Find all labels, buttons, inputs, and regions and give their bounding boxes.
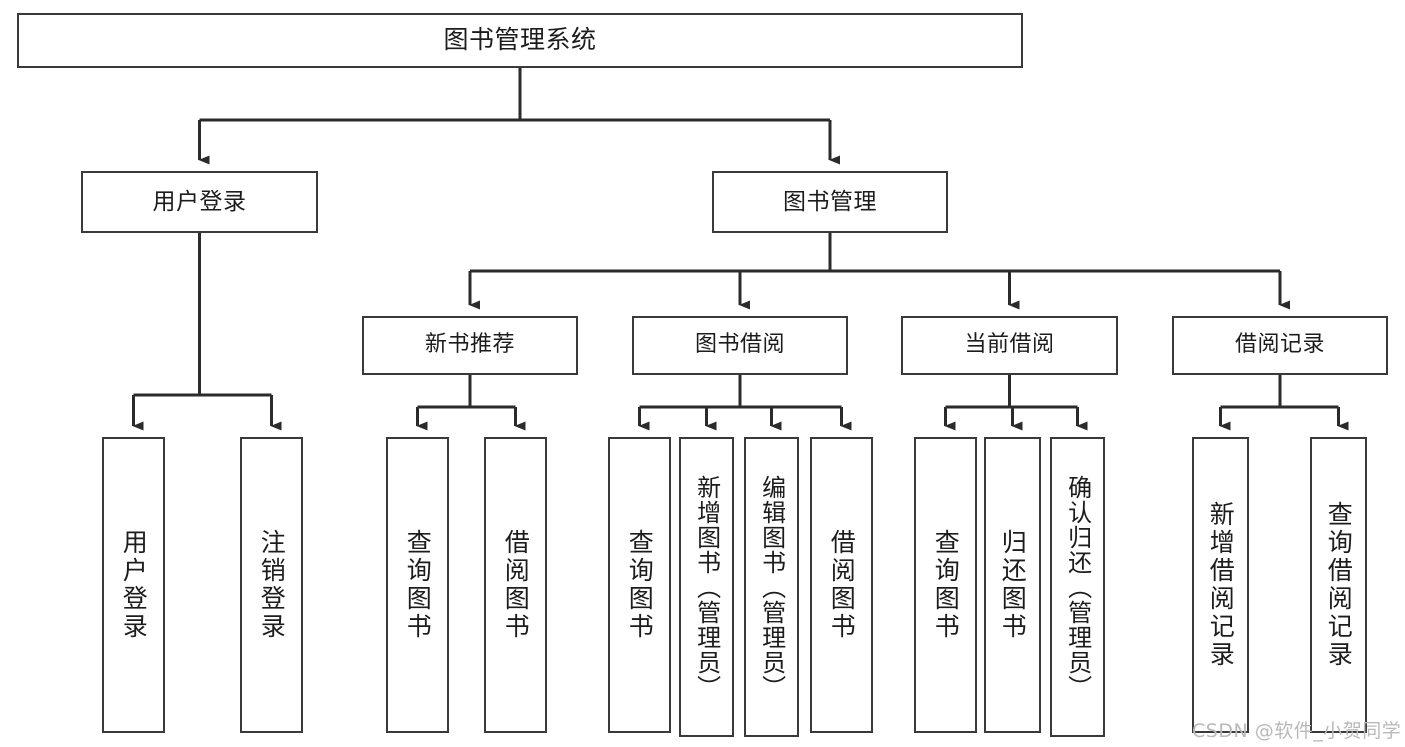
node-leaf-confirm-return-admin[interactable]: 确认归还（管理员） [1050, 437, 1105, 737]
node-leaf-return-book-label: 归还图书 [998, 529, 1028, 641]
node-book-manage-label: 图书管理 [783, 188, 877, 215]
node-user-login-label: 用户登录 [152, 188, 247, 215]
node-leaf-add-borrow-record-label: 新增借阅记录 [1206, 501, 1236, 669]
node-leaf-add-borrow-record[interactable]: 新增借阅记录 [1192, 437, 1249, 733]
node-leaf-user-login-label: 用户登录 [119, 529, 149, 641]
node-leaf-query-book-recommend[interactable]: 查询图书 [386, 437, 449, 733]
node-leaf-query-book-current-label: 查询图书 [931, 529, 961, 641]
node-leaf-add-book-admin[interactable]: 新增图书（管理员） [679, 437, 734, 737]
node-leaf-borrow-book[interactable]: 借阅图书 [810, 437, 873, 733]
node-book-borrow[interactable]: 图书借阅 [632, 316, 848, 375]
node-leaf-edit-book-admin-label: 编辑图书（管理员） [757, 474, 786, 700]
node-borrow-record-label: 借阅记录 [1234, 332, 1325, 358]
node-leaf-return-book[interactable]: 归还图书 [984, 437, 1041, 733]
node-leaf-confirm-return-admin-label: 确认归还（管理员） [1063, 474, 1092, 700]
node-leaf-borrow-book-recommend-label: 借阅图书 [501, 529, 531, 641]
node-user-login[interactable]: 用户登录 [81, 171, 318, 233]
node-book-borrow-label: 图书借阅 [694, 332, 785, 358]
node-leaf-query-book-recommend-label: 查询图书 [403, 529, 433, 641]
node-book-manage[interactable]: 图书管理 [712, 171, 948, 233]
node-leaf-query-book-borrow[interactable]: 查询图书 [608, 437, 671, 733]
node-leaf-borrow-book-label: 借阅图书 [827, 529, 857, 641]
node-leaf-query-book-borrow-label: 查询图书 [625, 529, 655, 641]
node-new-book-recommend-label: 新书推荐 [424, 332, 515, 358]
node-leaf-logout-label: 注销登录 [257, 529, 287, 641]
node-leaf-edit-book-admin[interactable]: 编辑图书（管理员） [744, 437, 799, 737]
node-new-book-recommend[interactable]: 新书推荐 [362, 316, 578, 375]
node-root[interactable]: 图书管理系统 [17, 13, 1023, 68]
node-borrow-record[interactable]: 借阅记录 [1172, 316, 1388, 375]
node-root-label: 图书管理系统 [443, 25, 597, 55]
node-current-borrow-label: 当前借阅 [964, 332, 1055, 358]
node-leaf-logout[interactable]: 注销登录 [240, 437, 303, 733]
node-leaf-query-borrow-record-label: 查询借阅记录 [1324, 501, 1354, 669]
csdn-watermark: CSDN @软件_小贺同学 [1192, 720, 1402, 742]
node-leaf-add-book-admin-label: 新增图书（管理员） [692, 474, 721, 700]
node-leaf-query-book-current[interactable]: 查询图书 [914, 437, 977, 733]
node-leaf-user-login[interactable]: 用户登录 [102, 437, 165, 733]
node-leaf-borrow-book-recommend[interactable]: 借阅图书 [484, 437, 547, 733]
node-current-borrow[interactable]: 当前借阅 [901, 316, 1118, 375]
node-leaf-query-borrow-record[interactable]: 查询借阅记录 [1310, 437, 1367, 733]
